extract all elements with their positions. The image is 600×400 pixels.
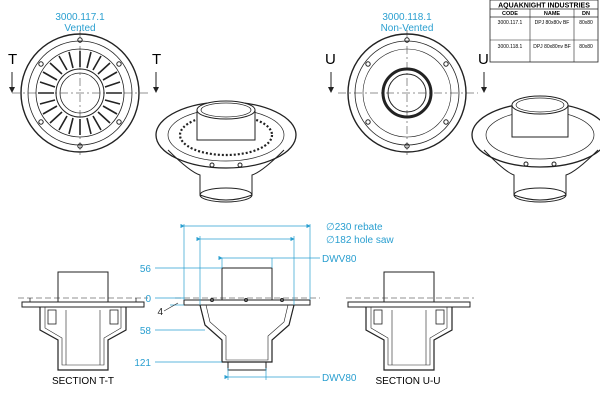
table-header-code: CODE	[502, 11, 518, 17]
section-marker-u-right: U	[478, 51, 489, 68]
level-58: 58	[140, 326, 152, 337]
table-row-code: 3000.117.1	[498, 20, 523, 26]
section-u-u-drawing	[346, 271, 474, 371]
vented-code: 3000.117.1	[55, 12, 105, 23]
company-name: AQUAKNIGHT INDUSTRIES	[498, 3, 590, 10]
vented-label: Vented	[64, 23, 95, 34]
dimension-lines	[155, 223, 320, 380]
non-vented-label: Non-Vented	[381, 23, 434, 34]
non-vented-isometric-view	[471, 95, 600, 203]
level-121: 121	[134, 358, 151, 369]
level-4: 4	[157, 307, 163, 318]
vented-isometric-view	[155, 100, 297, 203]
table-row-dn: 80x80	[579, 20, 593, 26]
section-t-t-label: SECTION T-T	[52, 376, 114, 387]
vented-plan-view: 3000.117.1 Vented T T	[8, 12, 161, 156]
dim-dwv-top: DWV80	[322, 254, 357, 265]
table-row-dn: 80x80	[579, 44, 593, 50]
section-t-t-drawing	[18, 271, 148, 371]
dim-rebate: ∅230 rebate	[326, 222, 383, 233]
table-row-code: 3000.118.1	[498, 44, 523, 50]
table-row-name: DPJ 80x80nv BF	[533, 44, 571, 50]
level-0: 0	[145, 294, 151, 305]
section-marker-t-left: T	[8, 51, 17, 68]
section-u-u-label: SECTION U-U	[376, 376, 441, 387]
title-block: AQUAKNIGHT INDUSTRIES CODE NAME DN 3000.…	[489, 0, 599, 63]
non-vented-code: 3000.118.1	[382, 12, 432, 23]
table-header-name: NAME	[544, 11, 561, 17]
level-56: 56	[140, 264, 152, 275]
dim-hole-saw: ∅182 hole saw	[326, 235, 394, 246]
dim-dwv-bottom: DWV80	[322, 373, 357, 384]
section-marker-t-right: T	[152, 51, 161, 68]
table-header-dn: DN	[582, 11, 590, 17]
section-marker-u-left: U	[325, 51, 336, 68]
dimensioned-section-drawing	[175, 267, 320, 371]
non-vented-plan-view: 3000.118.1 Non-Vented U U	[325, 12, 489, 156]
table-row-name: DPJ 80x80v BF	[535, 20, 570, 26]
